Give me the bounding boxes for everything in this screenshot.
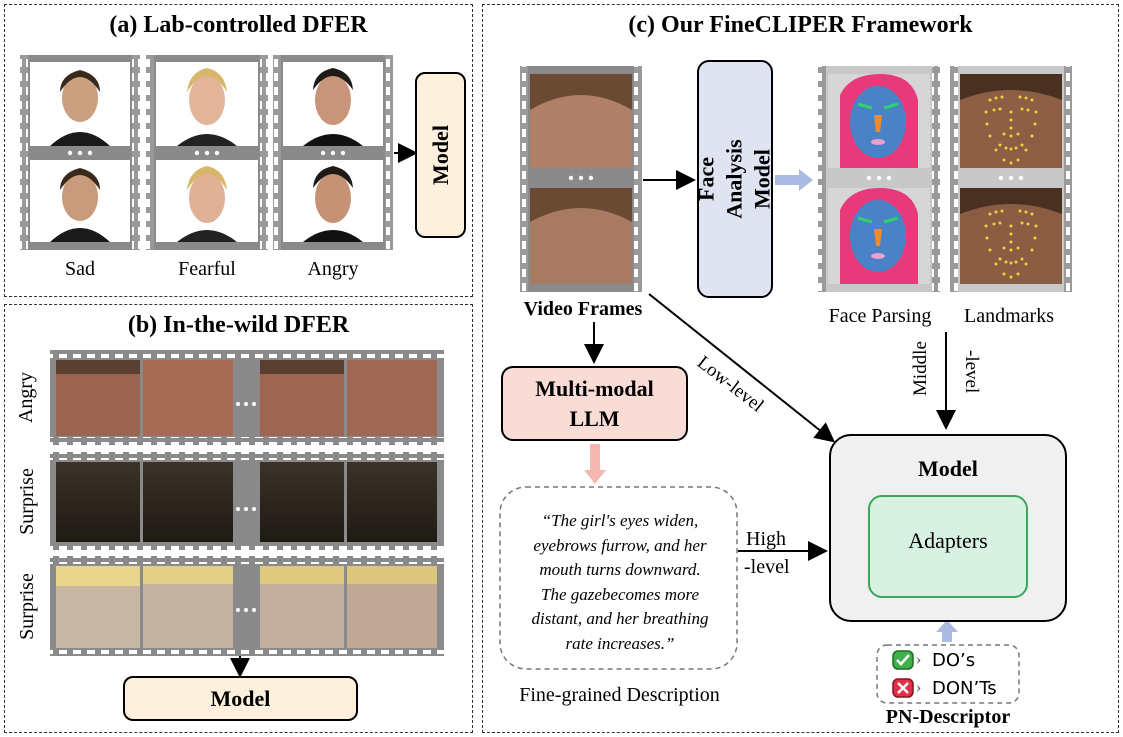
arrow-face-analysis-to-parsing bbox=[775, 169, 813, 191]
description-text: “The girl's eyes widen, eyebrows furrow,… bbox=[531, 511, 709, 653]
filmstrip-row-3 bbox=[50, 556, 444, 656]
model-box-a: Model bbox=[415, 72, 466, 238]
model-label-a: Model bbox=[427, 125, 453, 185]
description-caption: Fine-grained Description bbox=[519, 684, 720, 706]
label-sad: Sad bbox=[65, 258, 95, 280]
model-box-b: Model bbox=[123, 676, 358, 721]
llm-label: Multi-modal LLM bbox=[535, 375, 654, 431]
row-label-surprise-1: Surprise bbox=[15, 467, 38, 535]
row-label-angry: Angry bbox=[15, 371, 38, 424]
adapters-label: Adapters bbox=[908, 527, 988, 553]
panel-c-title: (c) Our FineCLIPER Framework bbox=[628, 12, 973, 38]
panel-b-title: (b) In-the-wild DFER bbox=[127, 312, 350, 338]
face-analysis-label: Face Analysis Model bbox=[694, 139, 775, 219]
panel-b bbox=[4, 304, 473, 733]
panel-a-title: (a) Lab-controlled DFER bbox=[109, 12, 368, 38]
cross-icon bbox=[892, 678, 914, 698]
filmstrip-sad bbox=[20, 55, 140, 250]
middle-level-label-2: -level bbox=[961, 350, 982, 394]
arrow-pn-to-model bbox=[936, 620, 958, 642]
donts-label: DON’Ts bbox=[932, 678, 997, 699]
llm-box: Multi-modal LLM bbox=[501, 366, 688, 441]
ellipsis-dots-b bbox=[236, 402, 256, 612]
middle-level-label: Middle bbox=[910, 341, 931, 396]
video-frames-filmstrip bbox=[520, 66, 642, 292]
face-parsing-filmstrip bbox=[818, 66, 940, 292]
chevron-donts-icon: › bbox=[916, 679, 922, 696]
filmstrip-row-2 bbox=[50, 452, 444, 550]
face-parsing-label: Face Parsing bbox=[828, 305, 932, 327]
landmarks-label: Landmarks bbox=[964, 305, 1054, 327]
panel-c bbox=[482, 4, 1119, 733]
dos-label: DO’s bbox=[932, 650, 976, 671]
high-level-label-2: -level bbox=[744, 556, 790, 578]
description-box bbox=[499, 486, 738, 670]
row-label-surprise-2: Surprise bbox=[15, 572, 38, 640]
video-frames-label: Video Frames bbox=[523, 298, 643, 320]
face-analysis-box: Face Analysis Model bbox=[694, 60, 775, 298]
label-fearful: Fearful bbox=[178, 258, 236, 280]
landmarks-filmstrip bbox=[950, 66, 1072, 292]
high-level-label: High bbox=[746, 528, 786, 550]
filmstrip-row-1 bbox=[50, 350, 444, 445]
filmstrip-angry bbox=[273, 55, 393, 250]
adapters-box: Adapters bbox=[868, 495, 1028, 598]
chevron-dos-icon: › bbox=[916, 651, 922, 668]
pn-descriptor-box bbox=[876, 644, 1020, 704]
label-angry: Angry bbox=[307, 258, 359, 280]
pn-descriptor-label: PN-Descriptor bbox=[885, 706, 1011, 728]
panel-a bbox=[4, 4, 473, 297]
check-icon bbox=[892, 650, 914, 670]
arrow-low-level bbox=[648, 293, 836, 443]
filmstrip-fearful bbox=[146, 55, 268, 250]
arrow-llm-to-description bbox=[584, 444, 606, 484]
big-model-label: Model bbox=[918, 456, 978, 481]
